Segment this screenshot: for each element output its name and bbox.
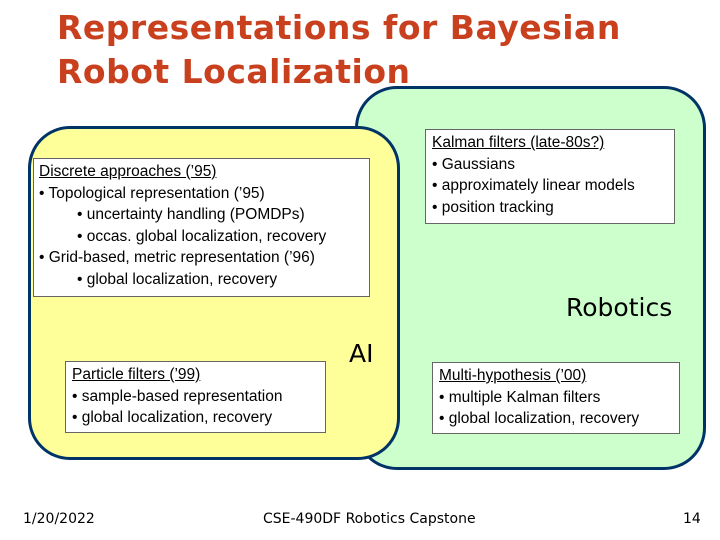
discrete-item-topological: • Topological representation (’95) [39, 184, 265, 202]
multi-item-kalman-filters: • multiple Kalman filters [439, 388, 601, 406]
kalman-filters-box: Kalman filters (late-80s?) • Gaussians •… [425, 129, 675, 224]
multi-hypothesis-box: Multi-hypothesis (’00) • multiple Kalman… [432, 362, 680, 434]
footer-page-number: 14 [683, 511, 701, 527]
slide-title: Representations for Bayesian Robot Local… [57, 6, 697, 94]
kalman-filters-heading: Kalman filters (late-80s?) [432, 134, 605, 151]
multi-hypothesis-heading: Multi-hypothesis (’00) [439, 367, 587, 384]
discrete-item-grid-based: • Grid-based, metric representation (’96… [39, 249, 315, 266]
discrete-item-global-localization: • global localization, recovery [77, 270, 278, 288]
particle-filters-box: Particle filters (’99) • sample-based re… [65, 361, 326, 433]
discrete-item-occas-global: • occas. global localization, recovery [77, 227, 327, 245]
ai-label: AI [349, 339, 374, 368]
kalman-item-gaussians: • Gaussians [432, 155, 515, 173]
multi-item-global-localization: • global localization, recovery [439, 410, 640, 427]
footer-course: CSE-490DF Robotics Capstone [263, 511, 476, 527]
kalman-item-position-tracking: • position tracking [432, 198, 554, 216]
slide-title-line-2: Robot Localization [57, 52, 411, 91]
footer-date: 1/20/2022 [23, 511, 95, 527]
robotics-label: Robotics [566, 293, 673, 322]
kalman-item-linear-models: • approximately linear models [432, 177, 635, 194]
particle-item-global-localization: • global localization, recovery [72, 409, 273, 426]
discrete-item-uncertainty: • uncertainty handling (POMDPs) [77, 206, 305, 223]
particle-item-sample-based: • sample-based representation [72, 387, 283, 405]
particle-filters-heading: Particle filters (’99) [72, 366, 201, 383]
discrete-approaches-heading: Discrete approaches (’95) [39, 163, 217, 180]
discrete-approaches-box: Discrete approaches (’95) • Topological … [33, 158, 370, 297]
slide-title-line-1: Representations for Bayesian [57, 8, 621, 47]
